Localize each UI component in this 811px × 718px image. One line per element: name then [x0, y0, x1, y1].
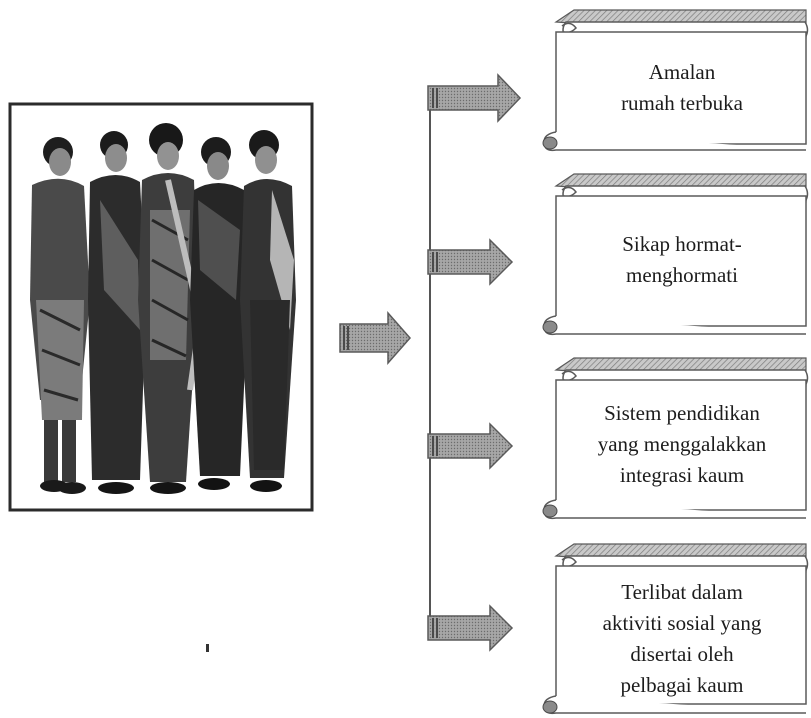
scroll-2-text: Sikap hormat- menghormati: [560, 208, 804, 312]
scroll-3: [542, 357, 809, 520]
scroll-4-text: Terlibat dalam aktiviti sosial yang dise…: [560, 576, 804, 702]
stray-mark: [206, 644, 209, 652]
branch-arrow-2: [427, 238, 514, 286]
scroll-2-line-2: menghormati: [626, 263, 738, 287]
woman-figure-3: [138, 123, 204, 494]
scroll-2-line-1: Sikap hormat-: [622, 232, 742, 256]
woman-figure-2: [88, 131, 146, 494]
scroll-4-line-1: Terlibat dalam: [621, 580, 743, 604]
woman-figure-4: [190, 137, 248, 490]
scroll-1: [542, 9, 809, 152]
scroll-4-line-4: pelbagai kaum: [620, 673, 744, 697]
scroll-3-line-1: Sistem pendidikan: [604, 400, 760, 425]
branch-arrow-1: [427, 73, 522, 123]
scroll-4-line-3: disertai oleh: [630, 642, 734, 666]
group-photo: [8, 102, 314, 512]
scroll-2: [542, 173, 809, 336]
branch-arrow-3: [427, 422, 514, 470]
scroll-3-line-2: yang menggalakkan: [597, 431, 767, 456]
scroll-1-line-1: Amalan: [648, 60, 716, 84]
scroll-4: [542, 543, 809, 715]
scroll-3-line-3: integrasi kaum: [619, 462, 745, 487]
photo-figures: [30, 123, 296, 494]
scroll-4-line-2: aktiviti sosial yang: [602, 611, 762, 635]
scroll-3-text: Sistem pendidikan yang menggalakkan inte…: [560, 392, 804, 496]
scroll-1-line-2: rumah terbuka: [621, 91, 743, 115]
woman-figure-5: [240, 130, 296, 492]
woman-figure-1: [30, 137, 90, 494]
branch-arrow-4: [427, 604, 514, 652]
main-arrow: [339, 311, 411, 365]
scroll-1-text: Amalan rumah terbuka: [560, 40, 804, 136]
